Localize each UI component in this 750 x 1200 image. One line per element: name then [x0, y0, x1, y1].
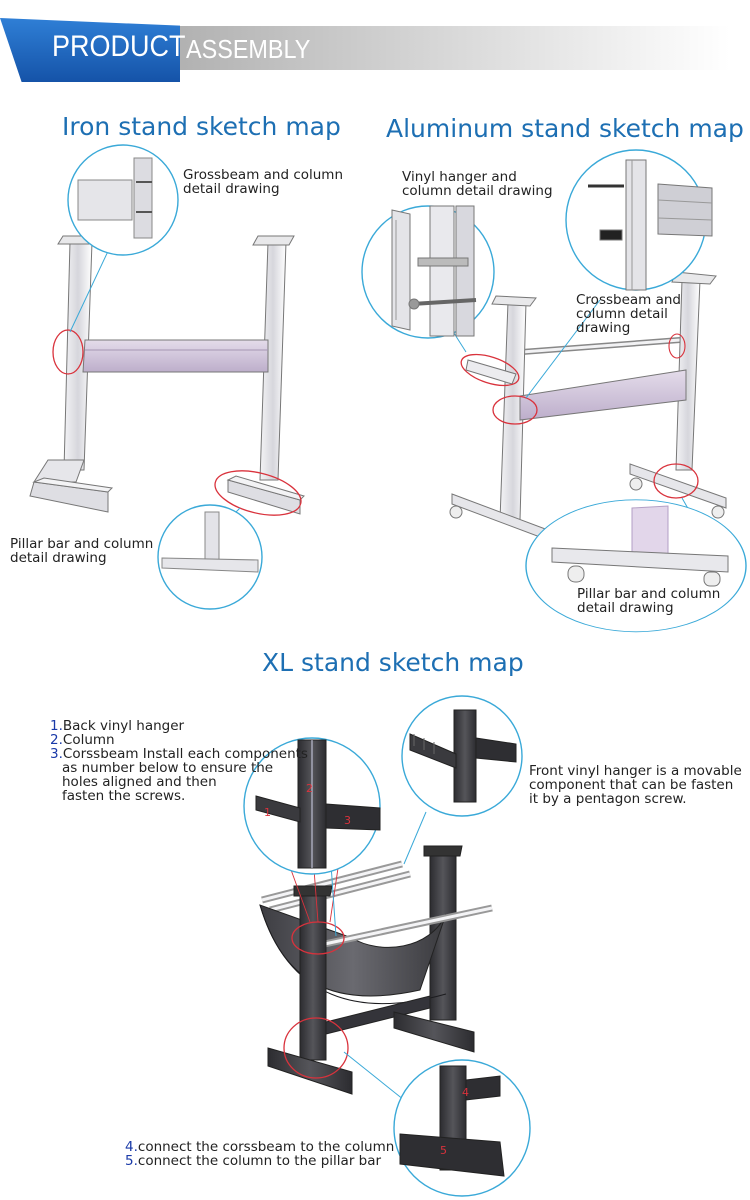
note-line: Front vinyl hanger is a movable — [529, 763, 742, 779]
xl-part-label-4: 4 — [462, 1086, 469, 1099]
aluminum-vinyl-note: Vinyl hanger and column detail drawing — [402, 170, 553, 198]
aluminum-stand-title: Aluminum stand sketch map — [386, 114, 744, 143]
note-line: Grossbeam and column — [183, 167, 344, 183]
header-banner: PRODUCT ASSEMBLY — [0, 0, 750, 90]
note-line: it by a pentagon screw. — [529, 791, 687, 807]
iron-stand-drawing — [29, 144, 305, 610]
note-line: detail drawing — [10, 550, 107, 566]
xl-part-label-5: 5 — [440, 1144, 447, 1157]
note-line: drawing — [576, 320, 631, 336]
iron-pillar-note: Pillar bar and column detail drawing — [10, 537, 153, 565]
iron-stand-title: Iron stand sketch map — [62, 112, 341, 141]
aluminum-crossbeam-note: Crossbeam and column detail drawing — [576, 293, 681, 335]
xl-steps-list: 1.Back vinyl hanger 2.Column 3.Corssbeam… — [50, 719, 308, 803]
step-text: connect the corssbeam to the column — [137, 1139, 395, 1155]
note-line: detail drawing — [577, 600, 674, 616]
xl-step-3: 3.Corssbeam Install each components — [50, 747, 308, 761]
note-line: Vinyl hanger and — [402, 169, 517, 185]
xl-part-label-1: 1 — [264, 806, 271, 819]
step-number: 3. — [50, 746, 63, 762]
xl-bottom-steps: 4.connect the corssbeam to the column 5.… — [125, 1140, 394, 1168]
step-text: Back vinyl hanger — [62, 718, 185, 734]
xl-step-1: 1.Back vinyl hanger — [50, 719, 308, 733]
note-line: as number below to ensure the — [62, 760, 274, 776]
step-text: connect the column to the pillar bar — [137, 1153, 382, 1169]
banner-blue-tab — [0, 18, 180, 82]
banner-product-text: PRODUCT — [52, 30, 186, 63]
note-line: detail drawing — [183, 181, 280, 197]
note-line: Crossbeam and — [576, 292, 681, 308]
note-line: fasten the screws. — [62, 788, 186, 804]
banner-assembly-text: ASSEMBLY — [186, 34, 311, 64]
note-line: Pillar bar and column — [10, 536, 154, 552]
xl-front-hanger-note: Front vinyl hanger is a movable componen… — [529, 764, 742, 806]
xl-part-label-2: 2 — [306, 782, 313, 795]
xl-stand-title: XL stand sketch map — [262, 648, 524, 677]
step-number: 1. — [50, 718, 63, 734]
xl-step-2: 2.Column — [50, 733, 308, 747]
xl-stand-drawing: 2 1 3 4 5 — [243, 695, 531, 1197]
note-line: holes aligned and then — [62, 774, 217, 790]
aluminum-pillar-note: Pillar bar and column detail drawing — [577, 587, 720, 615]
step-text: Column — [62, 732, 115, 748]
iron-crossbeam-note: Grossbeam and column detail drawing — [183, 168, 343, 196]
note-line: column detail — [576, 306, 668, 322]
xl-part-label-3: 3 — [344, 814, 351, 827]
xl-step-4: 4.connect the corssbeam to the column — [125, 1140, 394, 1154]
aluminum-stand-drawing — [361, 149, 747, 633]
note-line: component that can be fasten — [529, 777, 734, 793]
step-number: 2. — [50, 732, 63, 748]
step-number: 4. — [125, 1139, 138, 1155]
step-text: Corssbeam Install each components — [62, 746, 308, 762]
note-line: column detail drawing — [402, 183, 553, 199]
xl-step-5: 5.connect the column to the pillar bar — [125, 1154, 394, 1168]
note-line: Pillar bar and column — [577, 586, 721, 602]
step-number: 5. — [125, 1153, 138, 1169]
